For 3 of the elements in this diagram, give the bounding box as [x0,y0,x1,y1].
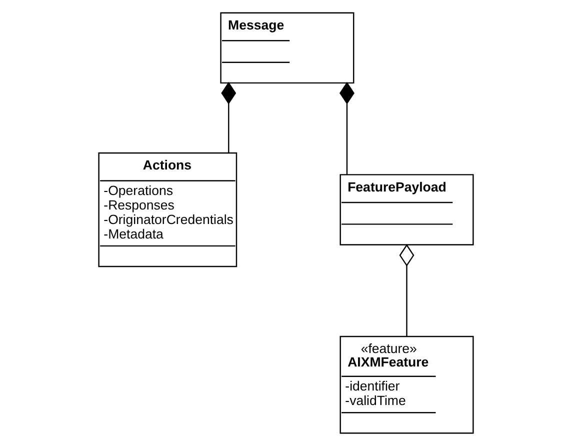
connector [399,244,414,336]
connector [340,82,354,175]
connector [221,82,236,153]
